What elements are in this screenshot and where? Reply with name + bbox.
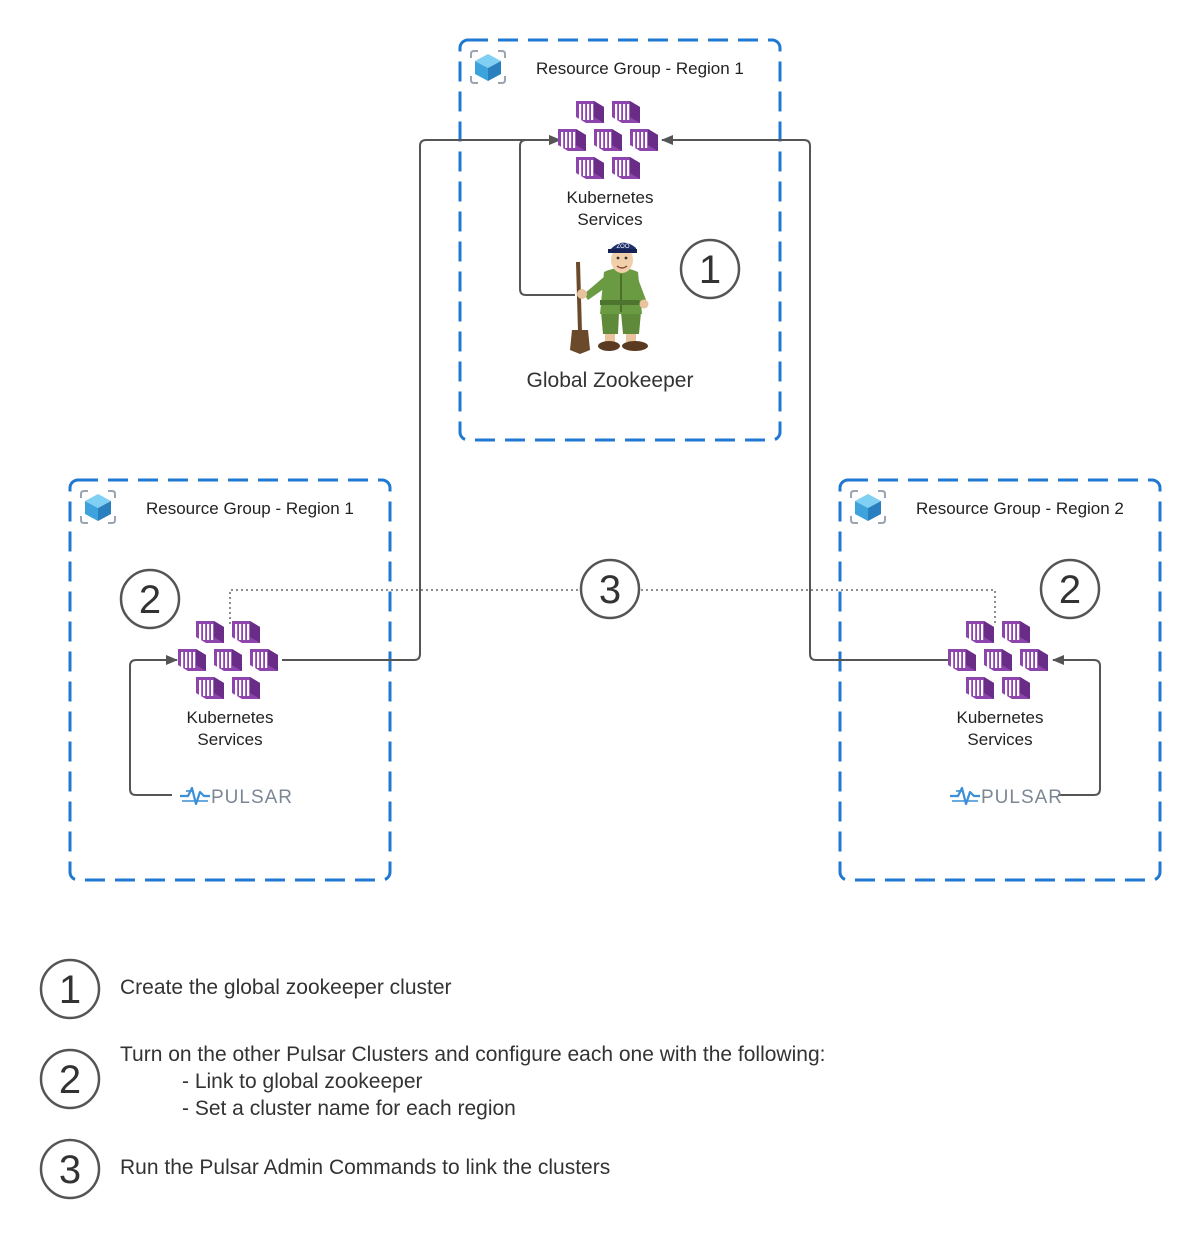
connector-right-to-zookeeper-cluster xyxy=(661,135,948,661)
legend-text: Create the global zookeeper cluster xyxy=(120,976,452,999)
kubernetes-label-line1: Kubernetes xyxy=(957,708,1044,727)
resource-group-title-left: Resource Group - Region 1 xyxy=(146,499,354,518)
connector-left-pulsar-to-kubernetes xyxy=(129,655,178,796)
pulsar-logo-icon: PULSAR xyxy=(948,786,1063,808)
legend-subitem: - Set a cluster name for each region xyxy=(182,1097,516,1120)
svg-text:1: 1 xyxy=(699,248,721,292)
resource-group-left-box xyxy=(68,478,392,882)
legend-item-2: 2 Turn on the other Pulsar Clusters and … xyxy=(39,1043,825,1120)
svg-text:2: 2 xyxy=(1059,568,1081,612)
resource-group-top-box xyxy=(458,38,782,442)
kubernetes-label-line1: Kubernetes xyxy=(567,188,654,207)
legend-text: Run the Pulsar Admin Commands to link th… xyxy=(120,1156,610,1179)
kubernetes-label-line2: Services xyxy=(577,210,642,229)
zookeeper-cap-text: ZOO xyxy=(617,244,630,250)
kubernetes-label-line2: Services xyxy=(197,730,262,749)
step-marker-2-left: 2 xyxy=(119,568,181,630)
resource-group-right-box xyxy=(838,478,1162,882)
legend-number: 2 xyxy=(59,1058,81,1102)
pulsar-logo-text: PULSAR xyxy=(981,787,1063,808)
legend-text: Turn on the other Pulsar Clusters and co… xyxy=(120,1043,825,1066)
legend-subitem: - Link to global zookeeper xyxy=(182,1070,423,1093)
legend: 1 Create the global zookeeper cluster 2 … xyxy=(39,958,825,1200)
pulsar-logo-icon: PULSAR xyxy=(178,786,293,808)
connector-left-to-zookeeper-cluster xyxy=(282,135,561,661)
connector-right-pulsar-to-kubernetes xyxy=(1052,655,1101,796)
kubernetes-label-line2: Services xyxy=(967,730,1032,749)
kubernetes-icon xyxy=(948,621,1048,699)
svg-text:3: 3 xyxy=(599,568,621,612)
step-marker-3: 3 xyxy=(579,558,641,620)
kubernetes-icon xyxy=(558,101,658,179)
resource-group-icon xyxy=(850,490,886,524)
kubernetes-icon xyxy=(178,621,278,699)
pulsar-logo-text: PULSAR xyxy=(211,787,293,808)
svg-text:2: 2 xyxy=(139,578,161,622)
step-marker-1: 1 xyxy=(679,238,741,300)
legend-item-3: 3 Run the Pulsar Admin Commands to link … xyxy=(39,1138,610,1200)
zookeeper-label: Global Zookeeper xyxy=(527,369,694,392)
connector-zookeeper-to-kubernetes xyxy=(519,135,575,296)
resource-group-icon xyxy=(80,490,116,524)
resource-group-title-top: Resource Group - Region 1 xyxy=(536,59,744,78)
resource-group-icon xyxy=(470,50,506,84)
kubernetes-label-line1: Kubernetes xyxy=(187,708,274,727)
resource-group-title-right: Resource Group - Region 2 xyxy=(916,499,1124,518)
step-marker-2-right: 2 xyxy=(1039,558,1101,620)
legend-number: 1 xyxy=(59,968,81,1012)
zookeeper-mascot-icon: ZOO xyxy=(570,242,649,354)
legend-item-1: 1 Create the global zookeeper cluster xyxy=(39,958,452,1020)
legend-number: 3 xyxy=(59,1148,81,1192)
